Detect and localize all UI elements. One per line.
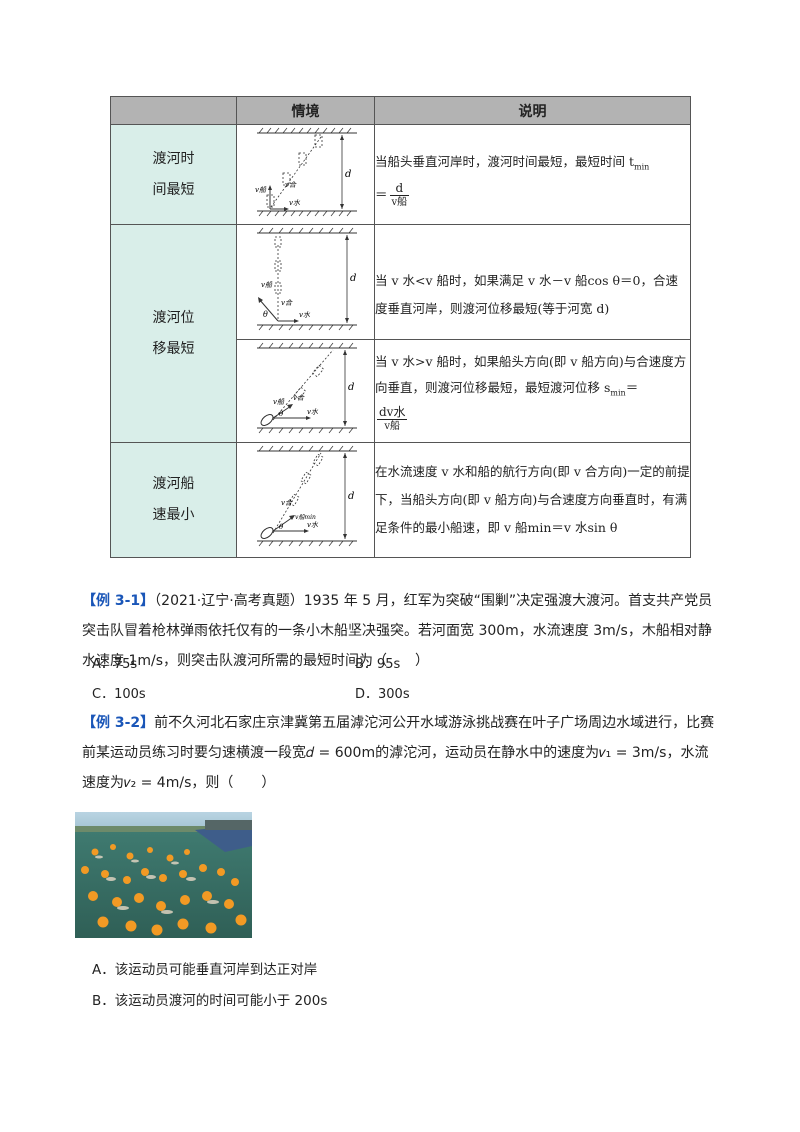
figure-vwater-less: d v船 v水 v合 θ	[236, 224, 375, 340]
label-vwater: v水	[289, 199, 301, 207]
example-text: （2021·辽宁·高考真题）1935 年 5 月，红军为突破“围剿”决定强渡大渡…	[82, 593, 713, 669]
label-vtotal: v合	[281, 499, 293, 507]
figure-vwater-greater: d v船 v水 v合 θ	[236, 339, 375, 443]
label-vwater: v水	[307, 521, 319, 529]
option-d[interactable]: D．300s	[355, 687, 410, 702]
desc-text: 当 v 水<v 船时，如果满足 v 水－v 船cos θ＝0，合速度垂直河岸，则…	[375, 273, 678, 316]
label-vwater: v水	[307, 408, 319, 416]
label-line: 间最短	[152, 181, 195, 198]
label-theta: θ	[279, 523, 284, 531]
example-3-1: 【例 3-1】（2021·辽宁·高考真题）1935 年 5 月，红军为突破“围剿…	[82, 586, 722, 676]
label-line: 渡河时	[152, 150, 195, 167]
label-d: d	[348, 382, 354, 393]
label-vmin: v船min	[295, 513, 316, 521]
fraction-num: dv水	[377, 405, 408, 421]
fraction-den: v船	[384, 421, 401, 433]
desc-text: 在水流速度 v 水和船的航行方向(即 v 合方向)一定的前提下，当船头方向(即 …	[375, 464, 690, 535]
crossing-table: 情境 说明 渡河时 间最短	[110, 96, 691, 558]
option-a[interactable]: A．该运动员可能垂直河岸到达正对岸	[92, 962, 318, 978]
label-vship: v船	[261, 281, 273, 289]
example-3-2: 【例 3-2】前不久河北石家庄京津冀第五届滹沱河公开水域游泳挑战赛在叶子广场周边…	[82, 708, 722, 798]
label-vship: v船	[273, 398, 285, 406]
option-b[interactable]: B．95s	[355, 657, 401, 672]
option-a[interactable]: A．75s	[92, 657, 138, 672]
label-d: d	[348, 491, 354, 502]
label-vwater: v水	[299, 311, 311, 319]
option-b[interactable]: B．该运动员渡河的时间可能小于 200s	[92, 993, 328, 1009]
desc-vwater-greater: 当 v 水>v 船时，如果船头方向(即 v 船方向)与合速度方向垂直，则渡河位移…	[374, 339, 691, 443]
label-line: 渡河位	[152, 309, 195, 326]
desc-sub: min	[610, 388, 626, 398]
label-theta: θ	[279, 410, 284, 418]
option-c[interactable]: C．100s	[92, 687, 146, 702]
example-text: 前不久河北石家庄京津冀第五届滹沱河公开水域游泳挑战赛在叶子广场周边水域进行，比赛…	[82, 715, 715, 791]
figure-min-ship-speed: d v合 v船min v水 θ	[236, 442, 375, 558]
label-theta: θ	[263, 310, 268, 319]
label-line: 速最小	[152, 507, 195, 523]
label-d: d	[345, 169, 351, 180]
equals-sign: ＝	[375, 187, 388, 203]
desc-min-ship-speed: 在水流速度 v 水和船的航行方向(即 v 合方向)一定的前提下，当船头方向(即 …	[374, 442, 691, 558]
desc-text: 当 v 水>v 船时，如果船头方向(即 v 船方向)与合速度方向垂直，则渡河位移…	[375, 353, 687, 395]
fraction-den: v船	[391, 197, 408, 209]
example-tag: 【例 3-2】	[82, 715, 155, 731]
figure-shortest-time: d v船 v水 v合	[236, 124, 375, 225]
header-explanation: 说明	[374, 96, 691, 125]
label-line: 渡河船	[152, 476, 195, 492]
label-line: 移最短	[152, 340, 195, 357]
row-label-min-ship-speed: 渡河船 速最小	[110, 442, 237, 558]
equals-sign: ＝	[625, 379, 639, 395]
label-vship: v船	[255, 186, 267, 194]
header-blank	[110, 96, 237, 125]
fraction-num: d	[389, 182, 410, 197]
swimmers-photo	[75, 812, 252, 938]
label-vtotal: v合	[281, 299, 293, 307]
header-scenario: 情境	[236, 96, 375, 125]
label-vtotal: v合	[293, 394, 305, 402]
desc-text: 当船头垂直河岸时，渡河时间最短，最短时间 t	[375, 153, 634, 169]
row-label-shortest-time: 渡河时 间最短	[110, 124, 237, 225]
desc-vwater-less: 当 v 水<v 船时，如果满足 v 水－v 船cos θ＝0，合速度垂直河岸，则…	[374, 224, 691, 340]
label-vtotal: v合	[285, 181, 297, 189]
row-label-shortest-displacement: 渡河位 移最短	[110, 224, 237, 443]
desc-sub: min	[634, 162, 650, 172]
label-d: d	[350, 273, 356, 284]
example-tag: 【例 3-1】	[82, 593, 155, 609]
